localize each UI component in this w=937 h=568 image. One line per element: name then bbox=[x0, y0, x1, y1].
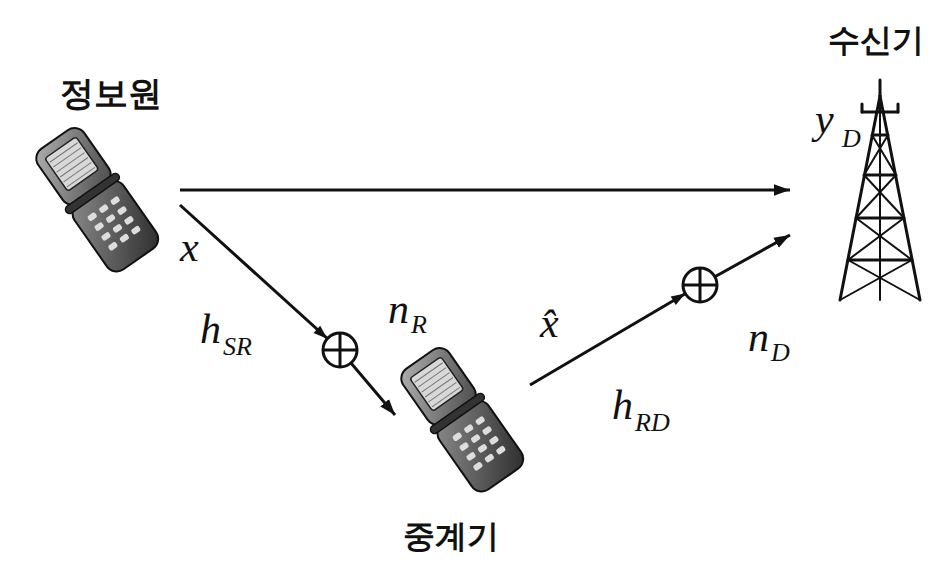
signal-name: x bbox=[180, 226, 199, 268]
channel-name: h bbox=[200, 308, 221, 350]
noise-name: n bbox=[748, 316, 769, 358]
phone-icon bbox=[393, 341, 529, 497]
subscript: RD bbox=[635, 410, 670, 436]
subscript: SR bbox=[223, 334, 252, 360]
noise-name: n bbox=[388, 288, 409, 330]
subscript: D bbox=[771, 340, 790, 366]
subscript: D bbox=[842, 126, 861, 152]
adder-symbol bbox=[671, 268, 717, 305]
subscript: R bbox=[411, 312, 427, 338]
phone-icon bbox=[28, 121, 164, 277]
adder-symbol bbox=[314, 326, 357, 367]
receiver-node: 수신기 bbox=[790, 22, 932, 307]
tower-icon bbox=[840, 80, 920, 300]
node-label: 정보원 bbox=[60, 74, 162, 113]
signal-arrow bbox=[530, 235, 790, 385]
node-label: 수신기 bbox=[828, 22, 924, 59]
source-node: 정보원 bbox=[15, 70, 180, 280]
node-label: 중계기 bbox=[403, 518, 499, 555]
signal-arrow bbox=[180, 189, 790, 192]
channel-name: h bbox=[612, 384, 633, 426]
signal-name: y bbox=[815, 98, 834, 140]
signal-arrow bbox=[180, 205, 395, 415]
relay-node: 중계기 bbox=[395, 312, 530, 564]
signal-name: x̂ bbox=[540, 302, 559, 344]
